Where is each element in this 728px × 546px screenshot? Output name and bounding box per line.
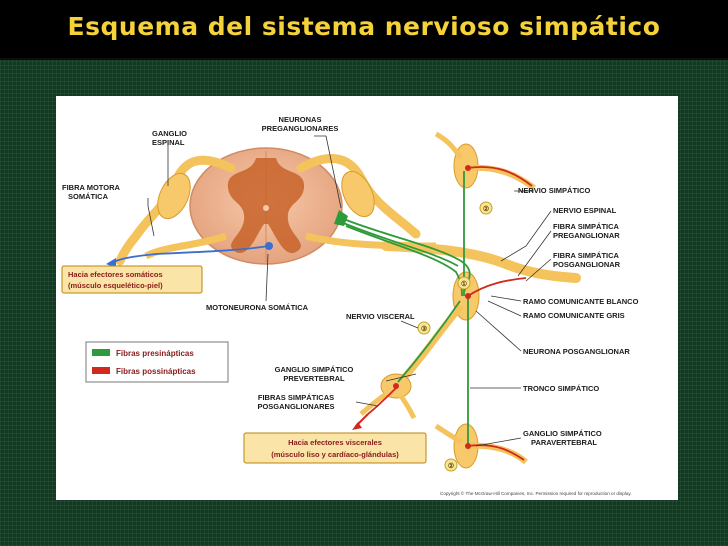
label-motoneurona: MOTONEURONA SOMÁTICA <box>206 303 309 312</box>
legend-pre-swatch <box>92 349 110 356</box>
somatic-effectors-box: Hacia efectores somáticos (músculo esque… <box>61 265 203 294</box>
legend-post-label: Fibras possinápticas <box>116 367 196 376</box>
title-bar: Esquema del sistema nervioso simpático <box>0 0 728 60</box>
label-ramo-blanco: RAMO COMUNICANTE BLANCO <box>523 297 639 306</box>
svg-text:(músculo liso y cardíaco-glánd: (músculo liso y cardíaco-glándulas) <box>271 450 399 459</box>
postganglionic-neuron-upper <box>465 165 471 171</box>
label-nervio-simpatico: NERVIO SIMPÁTICO <box>518 186 591 195</box>
preganglionic-neuron <box>334 210 348 226</box>
svg-text:PARAVERTEBRAL: PARAVERTEBRAL <box>531 438 597 447</box>
svg-text:POSGANGLIONAR: POSGANGLIONAR <box>553 260 621 269</box>
svg-text:GANGLIO: GANGLIO <box>152 129 187 138</box>
spinal-nerve <box>381 241 581 283</box>
label-ramo-gris: RAMO COMUNICANTE GRIS <box>523 311 625 320</box>
svg-text:(músculo esquelético-piel): (músculo esquelético-piel) <box>68 281 163 290</box>
svg-text:PREGANGLIONARES: PREGANGLIONARES <box>262 124 339 133</box>
svg-text:Hacia efectores somáticos: Hacia efectores somáticos <box>68 270 163 279</box>
slide-title: Esquema del sistema nervioso simpático <box>67 12 661 41</box>
svg-text:FIBRA SIMPÁTICA: FIBRA SIMPÁTICA <box>553 251 620 260</box>
postganglionic-neuron-prevertebral <box>393 383 399 389</box>
label-nervio-espinal: NERVIO ESPINAL <box>553 206 617 215</box>
label-ganglio-paravertebral: GANGLIO SIMPÁTICO PARAVERTEBRAL <box>523 429 602 447</box>
svg-text:POSGANGLIONARES: POSGANGLIONARES <box>257 402 334 411</box>
marker-2-upper: ② <box>479 201 493 215</box>
label-nervio-visceral: NERVIO VISCERAL <box>346 312 415 321</box>
svg-text:FIBRA SIMPÁTICA: FIBRA SIMPÁTICA <box>553 222 620 231</box>
svg-text:PREGANGLIONAR: PREGANGLIONAR <box>553 231 620 240</box>
label-ganglio-prevertebral: GANGLIO SIMPÁTICO PREVERTEBRAL <box>275 365 354 383</box>
svg-text:ESPINAL: ESPINAL <box>152 138 185 147</box>
marker-3: ③ <box>417 321 431 335</box>
svg-text:PREVERTEBRAL: PREVERTEBRAL <box>283 374 345 383</box>
label-fibra-motora: FIBRA MOTORA SOMÁTICA <box>62 183 120 201</box>
legend-pre-label: Fibras presinápticas <box>116 349 194 358</box>
label-fibras-pos: FIBRAS SIMPÁTICAS POSGANGLIONARES <box>257 393 334 411</box>
dorsal-root-right <box>296 154 437 250</box>
leader-lines <box>147 135 552 447</box>
svg-text:GANGLIO SIMPÁTICO: GANGLIO SIMPÁTICO <box>275 365 354 374</box>
label-ganglio-espinal: GANGLIO ESPINAL <box>152 129 187 147</box>
svg-text:NEURONAS: NEURONAS <box>279 115 322 124</box>
diagram-panel: ① ② ③ ② <box>56 96 678 500</box>
svg-text:GANGLIO SIMPÁTICO: GANGLIO SIMPÁTICO <box>523 429 602 438</box>
postganglionic-neuron-lower <box>465 443 471 449</box>
sympathetic-diagram: ① ② ③ ② <box>61 115 639 496</box>
copyright-notice: Copyright © The McGraw-Hill Companies, I… <box>440 490 632 496</box>
visceral-effectors-box: Hacia efectores viscerales (músculo liso… <box>243 432 427 464</box>
label-neurona-pos: NEURONA POSGANGLIONAR <box>523 347 630 356</box>
label-tronco: TRONCO SIMPÁTICO <box>523 384 599 393</box>
legend-post-swatch <box>92 367 110 374</box>
svg-text:FIBRAS SIMPÁTICAS: FIBRAS SIMPÁTICAS <box>258 393 334 402</box>
label-neuronas-preganglionares: NEURONAS PREGANGLIONARES <box>262 115 339 133</box>
label-fibra-pre: FIBRA SIMPÁTICA PREGANGLIONAR <box>553 222 620 240</box>
svg-text:③: ③ <box>421 325 427 333</box>
dorsal-root-left <box>115 155 236 266</box>
marker-1: ① <box>457 276 471 290</box>
svg-text:Hacia efectores viscerales: Hacia efectores viscerales <box>288 438 382 447</box>
spinal-cord <box>189 147 343 265</box>
svg-text:②: ② <box>448 462 454 470</box>
svg-text:①: ① <box>461 280 467 288</box>
postganglionic-neuron-middle <box>465 293 471 299</box>
visceral-arrow-head <box>352 422 362 430</box>
svg-text:SOMÁTICA: SOMÁTICA <box>68 192 109 201</box>
svg-text:FIBRA MOTORA: FIBRA MOTORA <box>62 183 120 192</box>
svg-text:②: ② <box>483 205 489 213</box>
postsynaptic-fibers <box>367 166 533 461</box>
label-fibra-pos: FIBRA SIMPÁTICA POSGANGLIONAR <box>553 251 621 269</box>
marker-2-lower: ② <box>444 458 458 472</box>
legend: Fibras presinápticas Fibras possináptica… <box>85 341 229 383</box>
